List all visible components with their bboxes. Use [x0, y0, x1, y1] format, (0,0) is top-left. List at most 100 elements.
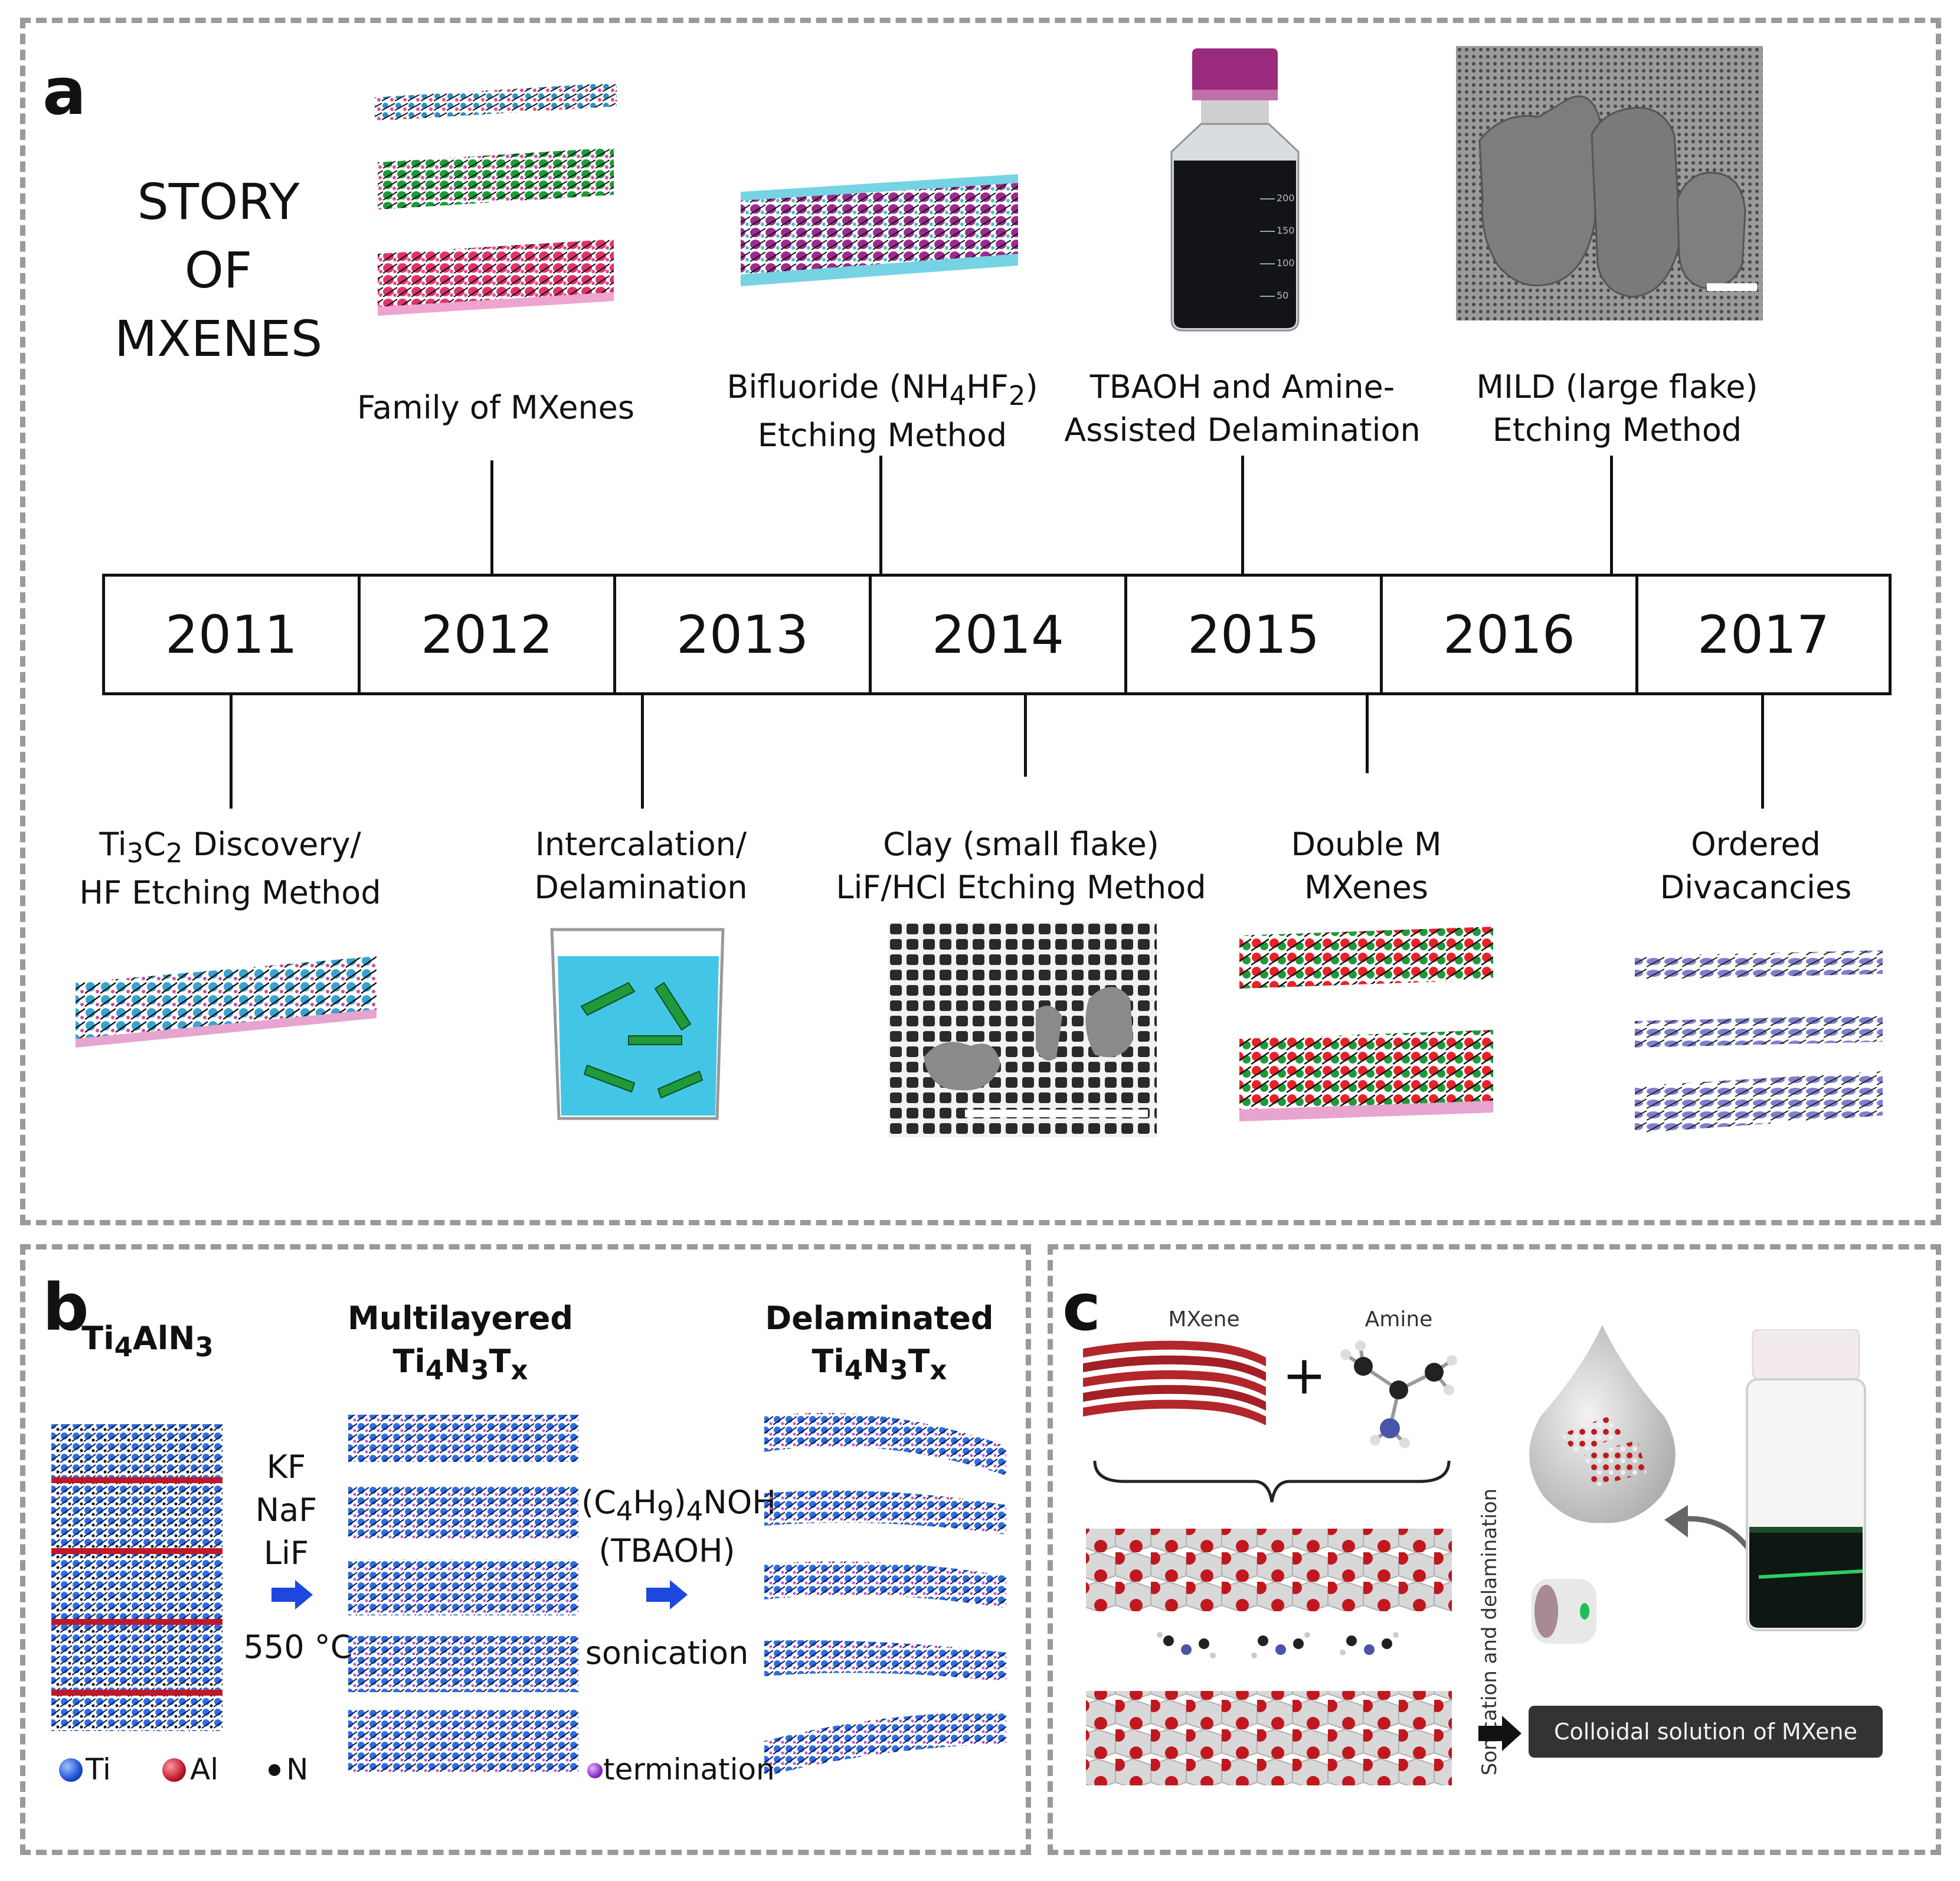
legend-n-label: N	[286, 1752, 309, 1787]
ti4aln3-title: Ti4AlN3	[65, 1317, 230, 1366]
colloid-bottle-photo	[1746, 1329, 1866, 1631]
timeline-tick	[879, 456, 882, 574]
multilayered-title-line: Multilayered	[347, 1300, 574, 1337]
year-box-2017: 2017	[1635, 574, 1892, 695]
beaker-illustration	[550, 928, 725, 1120]
year-box-2011: 2011	[102, 574, 361, 695]
amine-molecule	[1340, 1340, 1457, 1448]
amine-label: Amine	[1365, 1307, 1433, 1332]
panel-b-label: b	[42, 1270, 89, 1345]
event-line: Etching Method	[757, 416, 1007, 454]
lif-hcl-sem-image	[888, 922, 1157, 1137]
ti3c2-structure	[76, 956, 377, 1048]
event-family-of-mxenes: Family of MXenes	[319, 387, 673, 430]
double-m-structures	[1239, 927, 1493, 1121]
timeline-tick	[230, 695, 233, 809]
ti4aln3-title-text: Ti4AlN3	[81, 1320, 214, 1363]
multilayered-structure	[348, 1415, 578, 1772]
panel-b	[20, 1244, 1031, 1855]
timeline-tick	[1024, 695, 1027, 777]
event-line: Bifluoride (NH4HF2)	[727, 368, 1038, 411]
reagent-kf: KF	[266, 1448, 306, 1486]
reagent-naf: NaF	[255, 1491, 318, 1529]
event-line: TBAOH and Amine-	[1089, 368, 1395, 405]
event-line: Divacancies	[1660, 868, 1852, 906]
event-clay-lif-hcl: Clay (small flake) LiF/HCl Etching Metho…	[814, 823, 1228, 910]
arrow-right-icon	[271, 1580, 313, 1610]
event-line: Ti3C2 Discovery/	[99, 826, 361, 869]
colloidal-solution-label: Colloidal solution of MXene	[1529, 1706, 1883, 1758]
tbaoh-formula: (C4H9)4NOH	[581, 1484, 776, 1527]
legend-termination-swatch	[587, 1763, 603, 1778]
step2-reagent: (C4H9)4NOH (TBAOH)	[581, 1481, 776, 1572]
event-intercalation: Intercalation/ Delamination	[493, 823, 788, 910]
year-box-2014: 2014	[869, 574, 1127, 695]
ordered-divacancies-structures	[1635, 950, 1883, 1133]
mild-sem-image	[1456, 46, 1763, 320]
year-box-2016: 2016	[1380, 574, 1638, 695]
reagent-lif: LiF	[263, 1534, 309, 1572]
delaminated-structure	[764, 1412, 1006, 1777]
multilayered-title-line: Ti4N3Tx	[392, 1342, 528, 1386]
event-line: LiF/HCl Etching Method	[836, 868, 1206, 906]
event-line: Etching Method	[1492, 411, 1742, 449]
event-ti3c2-discovery: Ti3C2 Discovery/ HF Etching Method	[53, 823, 407, 914]
event-line: Ordered	[1691, 826, 1821, 863]
brace-icon	[1093, 1460, 1451, 1503]
bottle-mark: 100	[1277, 257, 1295, 269]
event-line: Intercalation/	[535, 826, 747, 863]
timeline-tick	[1761, 695, 1764, 809]
event-line: Delamination	[534, 868, 748, 906]
tbaoh-bottle-photo: 200 150 100 50	[1170, 48, 1300, 332]
tbaoh-abbr: (TBAOH)	[598, 1532, 735, 1569]
step2-condition: sonication	[585, 1634, 749, 1671]
story-title-line: OF	[184, 241, 253, 299]
event-line: Double M	[1291, 826, 1442, 863]
story-title: STORY OF MXENES	[83, 168, 354, 374]
step1-reagents: KF NaF LiF	[239, 1446, 333, 1575]
event-line: Assisted Delamination	[1064, 411, 1421, 449]
delaminated-title: Delaminated Ti4N3Tx	[750, 1297, 1009, 1388]
timeline-tick	[1610, 456, 1613, 574]
event-line: Clay (small flake)	[883, 826, 1159, 863]
step1-condition: 550 °C	[243, 1628, 353, 1666]
year-box-2012: 2012	[358, 574, 616, 695]
delaminated-title-line: Delaminated	[765, 1300, 994, 1337]
event-mild-etching: MILD (large flake) Etching Method	[1440, 366, 1794, 452]
panel-c	[1048, 1244, 1941, 1855]
plus-sign: +	[1282, 1344, 1327, 1406]
multilayered-title: Multilayered Ti4N3Tx	[331, 1297, 590, 1388]
story-title-line: MXENES	[114, 309, 323, 368]
event-tbaoh-delamination: TBAOH and Amine- Assisted Delamination	[1045, 366, 1440, 452]
event-line: MXenes	[1304, 868, 1428, 906]
event-bifluoride: Bifluoride (NH4HF2) Etching Method	[693, 366, 1071, 457]
bottle-mark: 50	[1277, 290, 1288, 301]
panel-a-label: a	[42, 54, 87, 129]
event-double-m: Double M MXenes	[1219, 823, 1514, 910]
droplet-flakes-illustration	[1529, 1325, 1676, 1523]
legend-termination-label: termination	[603, 1752, 775, 1787]
year-box-2015: 2015	[1124, 574, 1383, 695]
legend-al-swatch	[162, 1758, 186, 1782]
arrow-right-icon	[1478, 1716, 1521, 1751]
timeline-tick	[1241, 456, 1244, 574]
panel-a	[20, 18, 1941, 1225]
mxene-stack-illustration	[1083, 1340, 1266, 1425]
panel-c-label: c	[1062, 1270, 1101, 1345]
event-line: MILD (large flake)	[1476, 368, 1758, 405]
timeline-tick	[490, 460, 493, 574]
timeline-tick	[1366, 695, 1369, 773]
legend-al-label: Al	[190, 1752, 219, 1787]
event-ordered-divacancies: Ordered Divacancies	[1608, 823, 1903, 910]
atom-legend: Ti Al N termination	[53, 1750, 797, 1791]
delaminated-title-line: Ti4N3Tx	[812, 1342, 947, 1386]
year-box-2013: 2013	[613, 574, 872, 695]
legend-ti-swatch	[59, 1758, 83, 1782]
family-mxenes-structures	[375, 83, 617, 316]
timeline-tick	[641, 695, 644, 809]
story-title-line: STORY	[137, 173, 300, 231]
legend-n-swatch	[269, 1764, 280, 1776]
intercalated-mxene-structure	[1086, 1529, 1452, 1785]
bottle-mark: 200	[1277, 192, 1295, 204]
ti4aln3-structure	[51, 1424, 222, 1731]
